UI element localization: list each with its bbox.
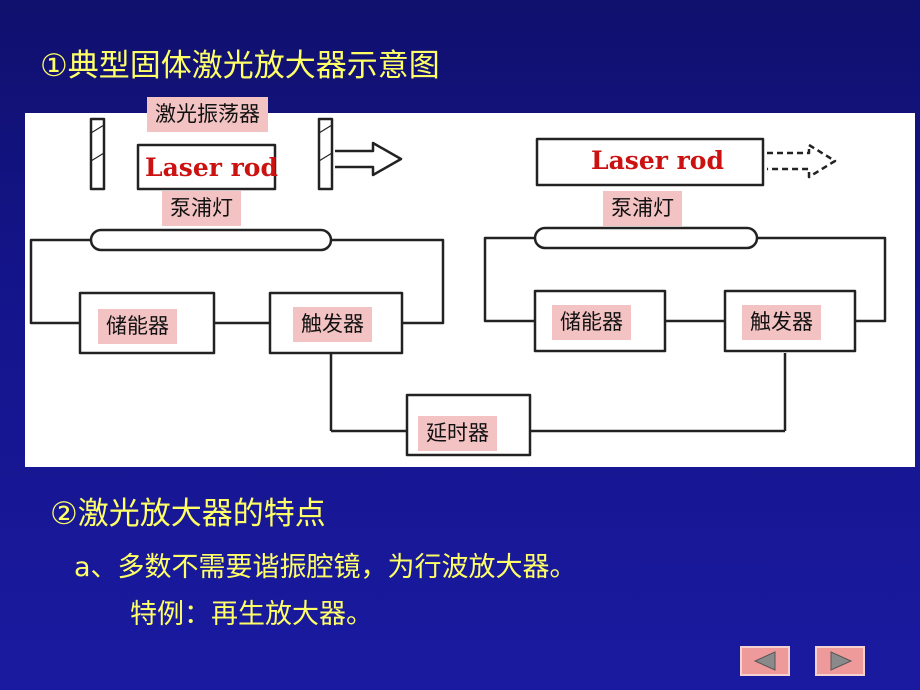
prev-slide-button[interactable]: [740, 646, 790, 676]
delay-box: [405, 393, 532, 457]
left-trigger-box: [268, 291, 404, 355]
delay-label: 延时器: [418, 416, 497, 451]
left-trigger-label: 触发器: [293, 307, 372, 342]
diagram-lines: [29, 117, 887, 457]
left-lamp-label: 泵浦灯: [162, 191, 241, 226]
left-lamp: [89, 228, 333, 252]
right-output-arrow: [767, 143, 837, 179]
left-rod-label: Laser rod: [145, 153, 278, 182]
features-heading: ②激光放大器的特点: [50, 496, 326, 532]
left-storage-box: [78, 291, 216, 355]
right-storage-box: [533, 289, 667, 353]
amplifier-diagram: 激光振荡器 Laser rod 泵浦灯 Laser rod 泵浦灯 储能器 触发…: [25, 97, 915, 467]
triangle-right-icon: [830, 651, 853, 671]
right-lamp-label: 泵浦灯: [603, 191, 682, 226]
right-lamp: [533, 226, 759, 250]
next-slide-button[interactable]: [815, 646, 865, 676]
oscillator-label: 激光振荡器: [147, 97, 268, 132]
right-rod-box: [535, 137, 765, 187]
right-rod-label: Laser rod: [591, 146, 724, 175]
left-mirror-2: [317, 117, 334, 191]
right-trigger-box: [723, 289, 857, 353]
left-mirror-1: [89, 117, 106, 191]
left-storage-label: 储能器: [98, 309, 177, 344]
feature-a-text: a、多数不需要谐振腔镜，为行波放大器。: [74, 552, 577, 583]
right-storage-label: 储能器: [552, 305, 631, 340]
feature-b-text: 特例：再生放大器。: [130, 599, 373, 630]
triangle-left-icon: [753, 651, 776, 671]
left-output-arrow: [335, 141, 403, 177]
right-trigger-label: 触发器: [742, 305, 821, 340]
slide-title: ①典型固体激光放大器示意图: [40, 48, 440, 84]
left-rod-box: [136, 143, 277, 191]
